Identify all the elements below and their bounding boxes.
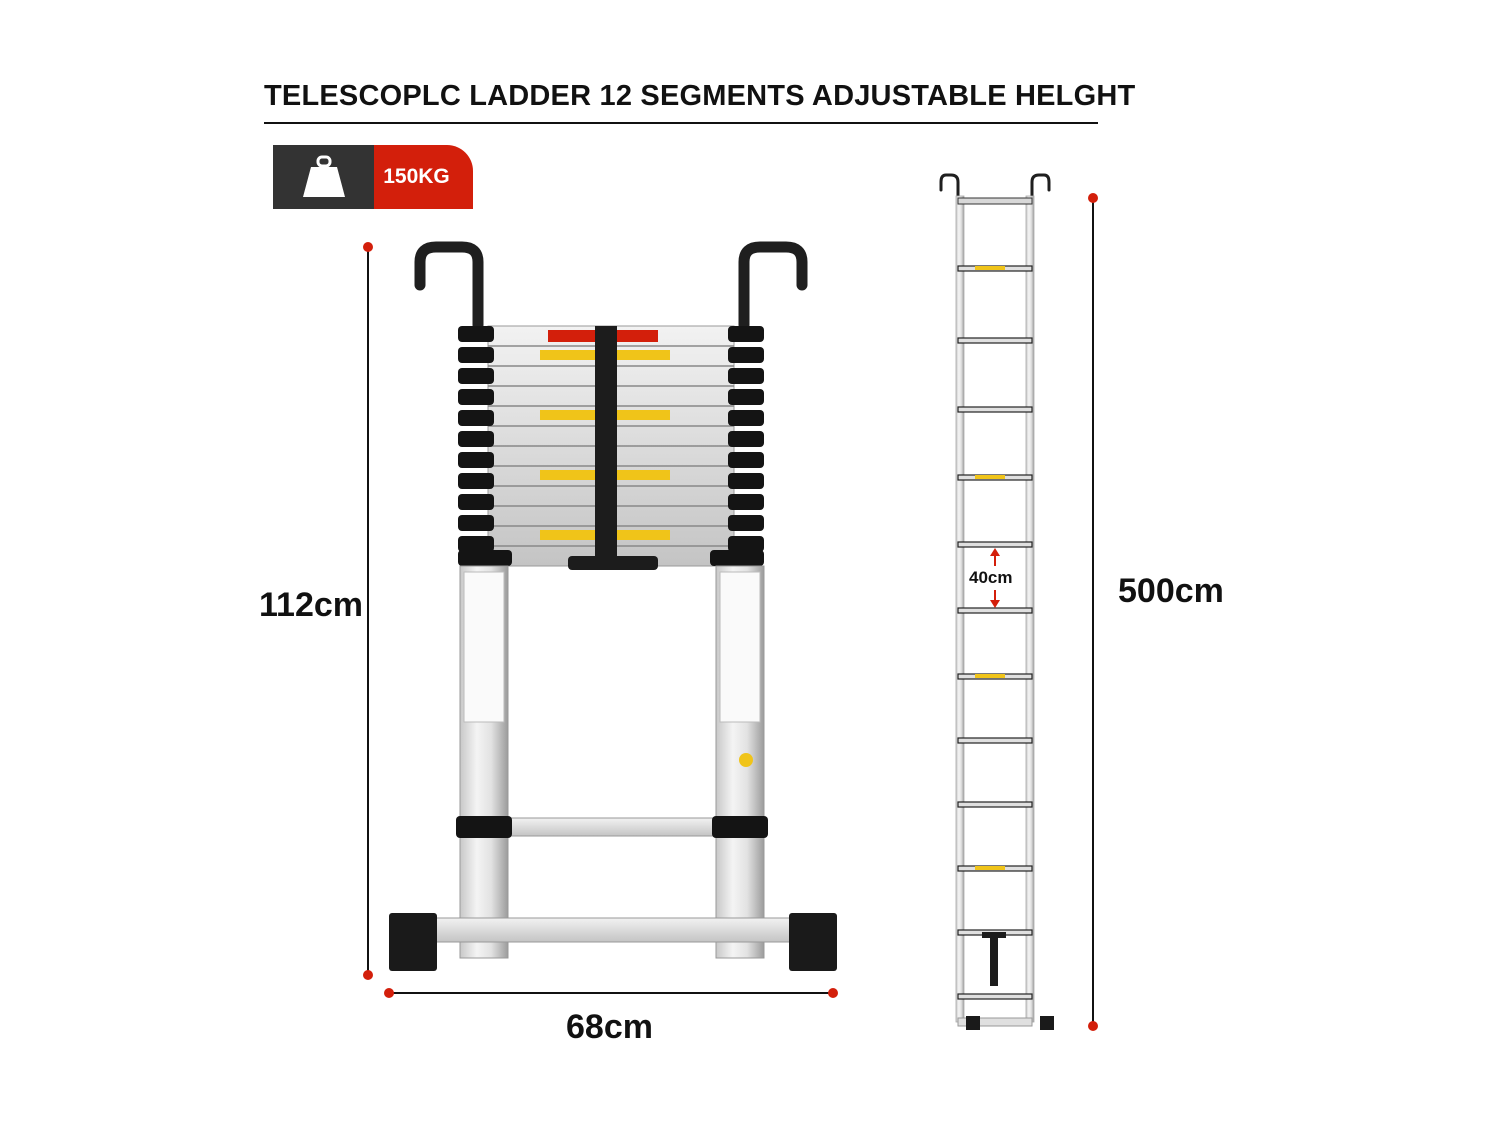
extended-ladder <box>939 173 1054 1030</box>
width-label: 68cm <box>566 1008 653 1046</box>
badge-icon-panel <box>273 145 374 209</box>
joint-caps <box>458 326 764 566</box>
rung-spacing-label: 40cm <box>969 568 1013 587</box>
title-underline <box>264 122 1098 124</box>
base-stabilizer <box>429 917 797 943</box>
load-capacity-value: 150KG <box>374 145 473 209</box>
load-capacity-badge: 150KG <box>273 145 473 209</box>
rung-spacing-arrow <box>990 548 1000 608</box>
page-title: TELESCOPLC LADDER 12 SEGMENTS ADJUSTABLE… <box>264 80 1136 112</box>
folded-height-label: 112cm <box>259 586 363 624</box>
left-hook <box>414 241 484 331</box>
folded-ladder <box>389 241 837 971</box>
right-hook <box>738 241 808 331</box>
weight-icon <box>303 155 345 197</box>
extended-rungs <box>957 197 1033 1027</box>
collapsed-rungs-stack <box>487 325 735 570</box>
extended-height-label: 500cm <box>1118 572 1224 610</box>
